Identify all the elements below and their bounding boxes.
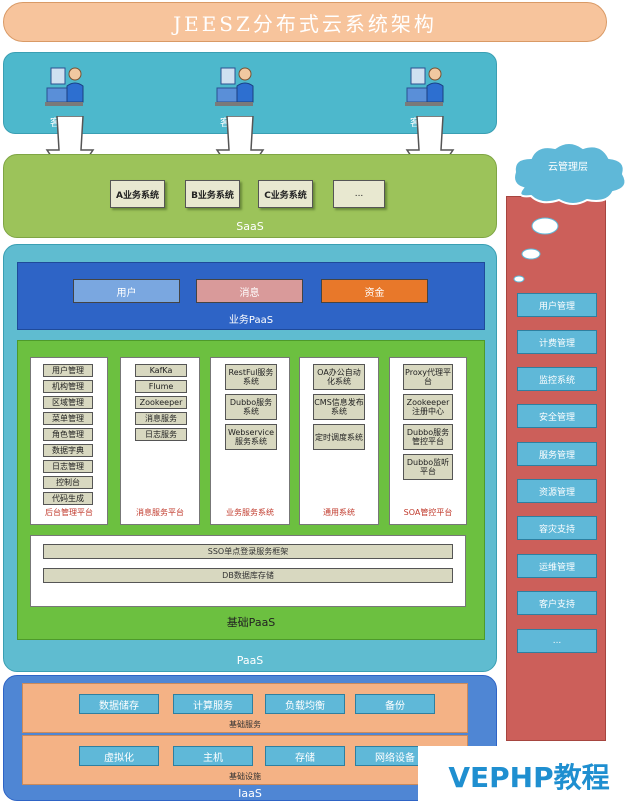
iaas-service-box: 数据储存: [79, 694, 159, 714]
cloud-mgmt-item: 计费管理: [517, 330, 597, 354]
infrastructure-label: 基础设施: [229, 772, 261, 781]
panel-label: 后台管理平台: [45, 508, 93, 517]
panel-item: Zookeeper: [135, 396, 187, 409]
panel-item: Proxy代理平台: [403, 364, 453, 390]
panel-label: 消息服务平台: [136, 508, 184, 517]
cloud-mgmt-item: 容灾支持: [517, 516, 597, 540]
panel-item: 控制台: [43, 476, 93, 489]
cloud-mgmt-item: 安全管理: [517, 404, 597, 428]
panel-item: Dubbo服务系统: [225, 394, 277, 420]
cloud-mgmt-item: 用户管理: [517, 293, 597, 317]
sso-db-panel: SSO单点登录服务框架 DB数据库存储: [30, 535, 466, 607]
watermark-text: VEPHP教程: [418, 746, 640, 806]
saas-system-box: C业务系统: [258, 180, 313, 208]
panel-item: 消息服务: [135, 412, 187, 425]
cloud-mgmt-item: ...: [517, 629, 597, 653]
cloud-management-title: 云管理层: [548, 162, 588, 173]
message-platform-panel: KafKa Flume Zookeeper 消息服务 日志服务 消息服务平台: [120, 357, 200, 525]
saas-system-box: A业务系统: [110, 180, 165, 208]
base-paas-label: 基础PaaS: [226, 616, 276, 629]
iaas-label: IaaS: [238, 787, 262, 800]
panel-item: Flume: [135, 380, 187, 393]
panel-item: 定时调度系统: [313, 424, 365, 450]
panel-item: Webservice服务系统: [225, 424, 277, 450]
base-service-row: 数据储存 计算服务 负载均衡 备份 基础服务: [22, 683, 468, 733]
panel-item: 日志服务: [135, 428, 187, 441]
panel-item: KafKa: [135, 364, 187, 377]
cloud-mgmt-item: 运维管理: [517, 554, 597, 578]
user-computer-icon: [215, 67, 254, 106]
cloud-mgmt-item: 服务管理: [517, 442, 597, 466]
admin-platform-panel: 用户管理 机构管理 区域管理 菜单管理 角色管理 数据字典 日志管理 控制台 代…: [30, 357, 108, 525]
saas-system-box: ...: [333, 180, 385, 208]
business-paas-item: 资金: [321, 279, 428, 303]
saas-label: SaaS: [236, 220, 264, 233]
panel-item: 代码生成: [43, 492, 93, 505]
panel-item: 机构管理: [43, 380, 93, 393]
soa-platform-panel: Proxy代理平台 Zookeeper注册中心 Dubbo服务管控平台 Dubb…: [389, 357, 467, 525]
infrastructure-row: 虚拟化 主机 存储 网络设备 基础设施: [22, 735, 468, 785]
panel-item: Dubbo监听平台: [403, 454, 453, 480]
panel-label: 业务服务系统: [226, 508, 274, 517]
sso-bar: SSO单点登录服务框架: [43, 544, 453, 559]
iaas-infra-box: 虚拟化: [79, 746, 159, 766]
iaas-service-box: 备份: [355, 694, 435, 714]
cloud-icon: [513, 142, 627, 283]
panel-item: 数据字典: [43, 444, 93, 457]
business-paas-item: 用户: [73, 279, 180, 303]
panel-label: 通用系统: [323, 508, 355, 517]
panel-item: RestFul服务系统: [225, 364, 277, 390]
business-paas-item: 消息: [196, 279, 303, 303]
iaas-infra-box: 存储: [265, 746, 345, 766]
panel-item: Dubbo服务管控平台: [403, 424, 453, 450]
cloud-management-column: 用户管理 计费管理 监控系统 安全管理 服务管理 资源管理 容灾支持 运维管理 …: [506, 196, 606, 741]
general-system-panel: OA办公自动化系统 CMS信息发布系统 定时调度系统 通用系统: [299, 357, 379, 525]
panel-item: 区域管理: [43, 396, 93, 409]
paas-label: PaaS: [236, 654, 264, 667]
iaas-service-box: 计算服务: [173, 694, 253, 714]
cloud-mgmt-item: 监控系统: [517, 367, 597, 391]
db-bar: DB数据库存储: [43, 568, 453, 583]
iaas-service-box: 负载均衡: [265, 694, 345, 714]
panel-item: OA办公自动化系统: [313, 364, 365, 390]
panel-item: 用户管理: [43, 364, 93, 377]
cloud-mgmt-item: 客户支持: [517, 591, 597, 615]
business-paas-label: 业务PaaS: [228, 315, 274, 326]
panel-label: SOA管控平台: [403, 508, 453, 517]
diagram-title: JEESZ分布式云系统架构: [3, 2, 607, 42]
saas-layer: [3, 154, 497, 238]
panel-item: 角色管理: [43, 428, 93, 441]
base-service-label: 基础服务: [229, 720, 261, 729]
panel-item: CMS信息发布系统: [313, 394, 365, 420]
business-service-panel: RestFul服务系统 Dubbo服务系统 Webservice服务系统 业务服…: [210, 357, 290, 525]
user-computer-icon: [45, 67, 84, 106]
cloud-mgmt-item: 资源管理: [517, 479, 597, 503]
user-computer-icon: [405, 67, 444, 106]
saas-system-box: B业务系统: [185, 180, 240, 208]
panel-item: 菜单管理: [43, 412, 93, 425]
panel-item: Zookeeper注册中心: [403, 394, 453, 420]
panel-item: 日志管理: [43, 460, 93, 473]
iaas-infra-box: 主机: [173, 746, 253, 766]
